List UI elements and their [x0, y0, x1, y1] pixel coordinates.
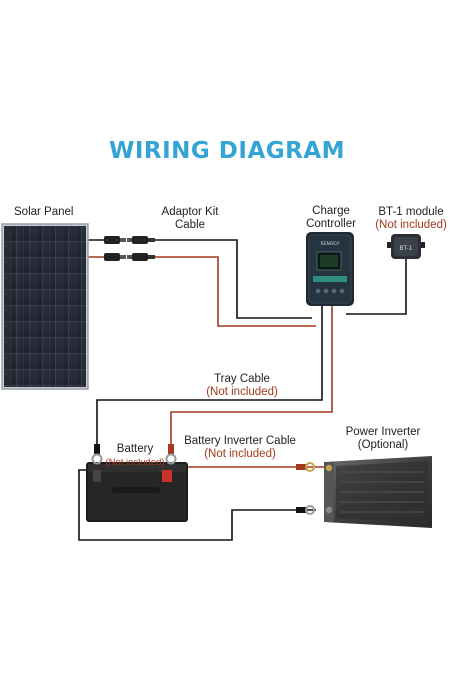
- charge-controller-icon: RENOGY: [306, 232, 354, 306]
- wires: [78, 239, 407, 541]
- ring-terminal-icon: [91, 444, 315, 515]
- charge-controller-label: Charge Controller: [306, 205, 356, 230]
- tray-negative-cable: [96, 304, 323, 444]
- bt1-cable: [346, 259, 407, 315]
- power-inverter-icon: [324, 456, 432, 528]
- bt1-module-icon: BT-1: [387, 234, 425, 259]
- adaptor-positive-cable: [155, 256, 316, 327]
- bt1-screen-text: BT-1: [399, 245, 412, 252]
- diagram-title: WIRING DIAGRAM: [108, 138, 346, 164]
- bt1-module-label: BT-1 module (Not included): [375, 206, 447, 231]
- mc4-connector-icon: [104, 236, 155, 261]
- solar-panel-label: Solar Panel: [14, 206, 74, 218]
- battery-inverter-cable-label: Battery Inverter Cable (Not included): [184, 435, 296, 460]
- adaptor-kit-label: Adaptor Kit Cable: [161, 206, 219, 231]
- tray-positive-cable: [170, 304, 333, 444]
- adaptor-negative-cable: [155, 239, 312, 319]
- tray-cable-label: Tray Cable (Not included): [206, 373, 278, 398]
- power-inverter-label: Power Inverter (Optional): [345, 426, 421, 451]
- solar-panel-icon: [1, 223, 89, 390]
- controller-brand: RENOGY: [321, 241, 340, 247]
- battery-label: Battery (Not included): [105, 443, 165, 468]
- inverter-negative-cable: [78, 469, 316, 541]
- battery-icon: [86, 462, 188, 522]
